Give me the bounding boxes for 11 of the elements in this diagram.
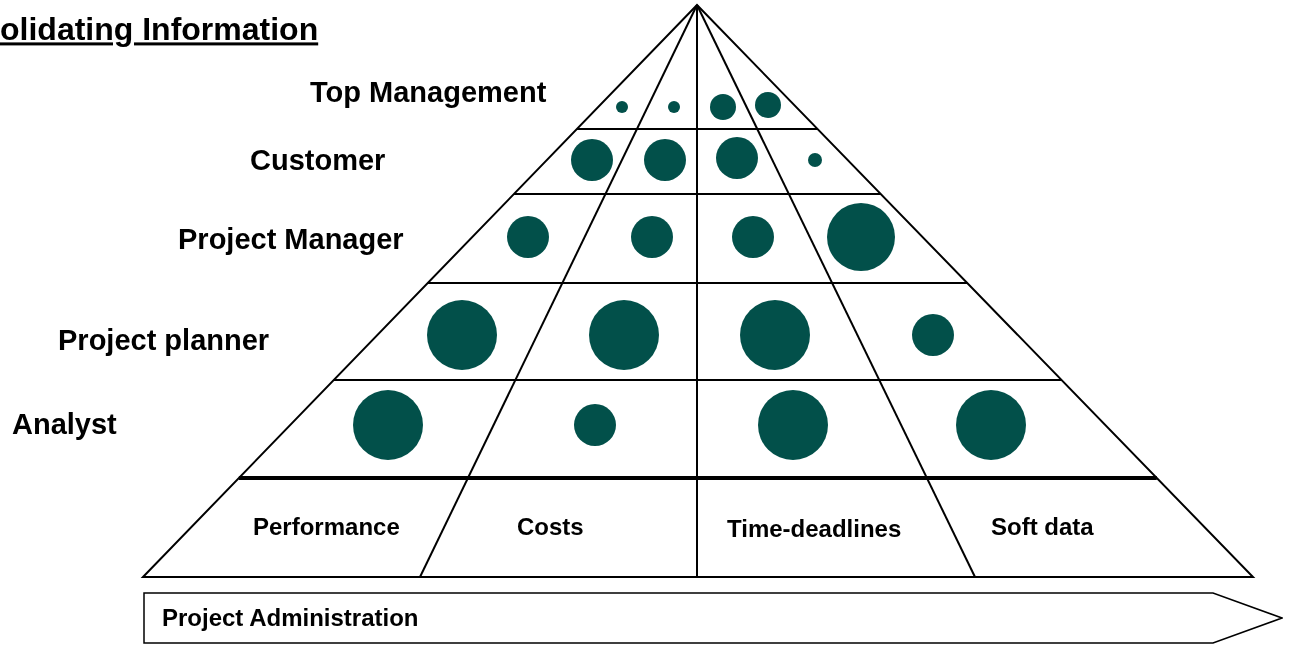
row-label: Top Management bbox=[310, 77, 547, 109]
row-label: Analyst bbox=[12, 409, 117, 441]
band-label: Project Administration bbox=[162, 604, 419, 632]
title: olidating Information bbox=[0, 12, 319, 48]
column-label: Performance bbox=[253, 513, 400, 541]
column-label: Costs bbox=[517, 513, 584, 541]
row-label: Project planner bbox=[58, 325, 270, 357]
column-label: Time-deadlines bbox=[727, 515, 902, 543]
row-label: Project Manager bbox=[178, 224, 404, 256]
row-label: Customer bbox=[250, 145, 386, 177]
column-label: Soft data bbox=[991, 513, 1094, 541]
